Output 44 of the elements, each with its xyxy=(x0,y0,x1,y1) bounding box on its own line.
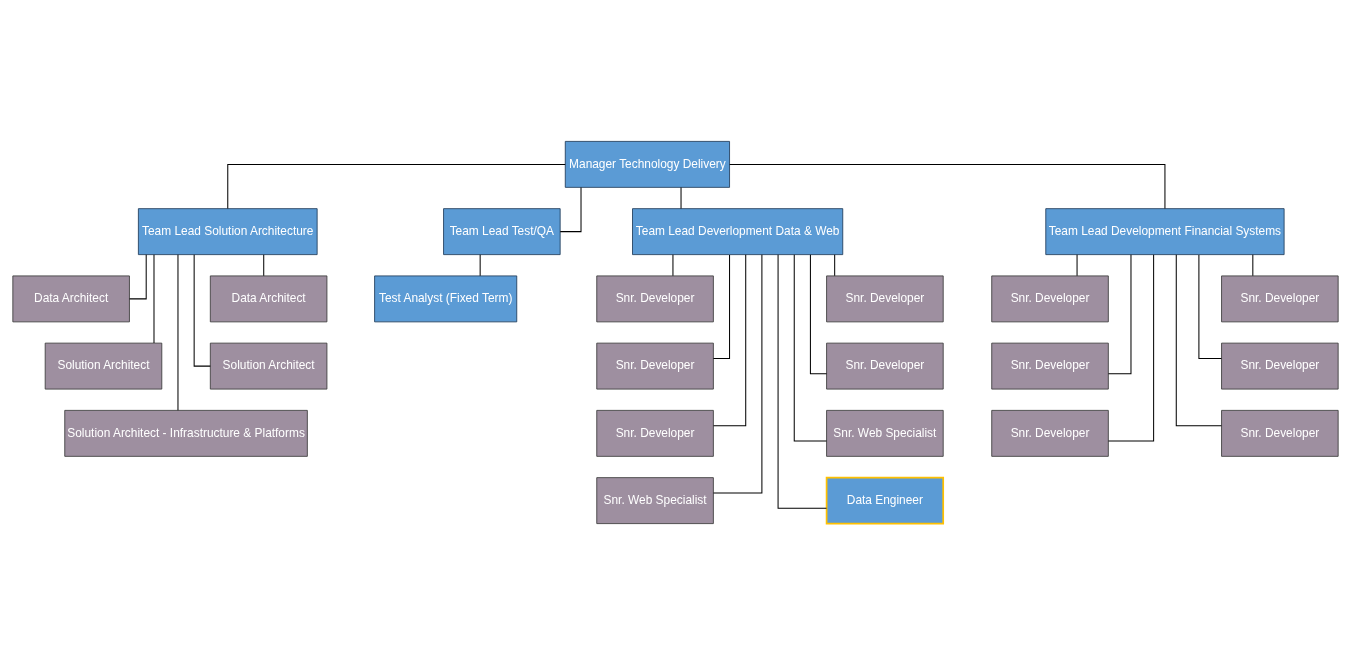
node-box: Snr. Developer xyxy=(1221,342,1339,390)
node-box: Snr. Developer xyxy=(991,342,1109,390)
connector xyxy=(263,253,265,276)
connector xyxy=(777,253,827,509)
connector xyxy=(1252,253,1254,276)
connector xyxy=(1198,253,1222,359)
node-box: Snr. Developer xyxy=(1221,274,1339,322)
connector xyxy=(729,163,1166,209)
node-box: Snr. Developer xyxy=(991,274,1109,322)
node-box: Team Lead Deverlopment Data & Web xyxy=(632,207,844,255)
node-box: Team Lead Test/QA xyxy=(443,207,561,255)
node-box: Snr. Developer xyxy=(1221,409,1339,457)
connector xyxy=(1107,253,1155,442)
node-box: Data Architect xyxy=(209,274,328,322)
connector xyxy=(672,253,674,276)
node-box: Snr. Web Specialist xyxy=(596,476,714,524)
connector xyxy=(129,253,147,299)
node-box: Team Lead Development Financial Systems xyxy=(1045,207,1285,255)
node-box: Snr. Developer xyxy=(826,274,944,322)
connector xyxy=(227,163,566,209)
connector xyxy=(479,253,481,276)
connector xyxy=(1107,253,1132,374)
node-box: Data Architect xyxy=(12,274,130,322)
connector xyxy=(559,186,582,232)
connector xyxy=(1076,253,1078,276)
connector xyxy=(834,253,836,276)
node-box: Snr. Developer xyxy=(596,342,714,390)
connector xyxy=(1175,253,1222,426)
node-box: Snr. Web Specialist xyxy=(826,409,944,457)
connector xyxy=(177,253,179,411)
node-box: Solution Architect xyxy=(209,342,328,390)
connector xyxy=(713,253,747,426)
node-box: Solution Architect xyxy=(44,342,163,390)
connector xyxy=(793,253,827,442)
node-box: Snr. Developer xyxy=(991,409,1109,457)
connector xyxy=(713,253,763,493)
node-box: Team Lead Solution Architecture xyxy=(137,207,318,255)
node-box: Solution Architect - Infrastructure & Platforms xyxy=(64,409,308,457)
node-box: Manager Technology Delivery xyxy=(564,140,730,188)
node-box: Data Engineer xyxy=(825,476,945,524)
node-box: Snr. Developer xyxy=(596,274,714,322)
node-box: Snr. Developer xyxy=(826,342,944,390)
node-box: Snr. Developer xyxy=(596,409,714,457)
node-box: Test Analyst (Fixed Term) xyxy=(374,274,518,322)
